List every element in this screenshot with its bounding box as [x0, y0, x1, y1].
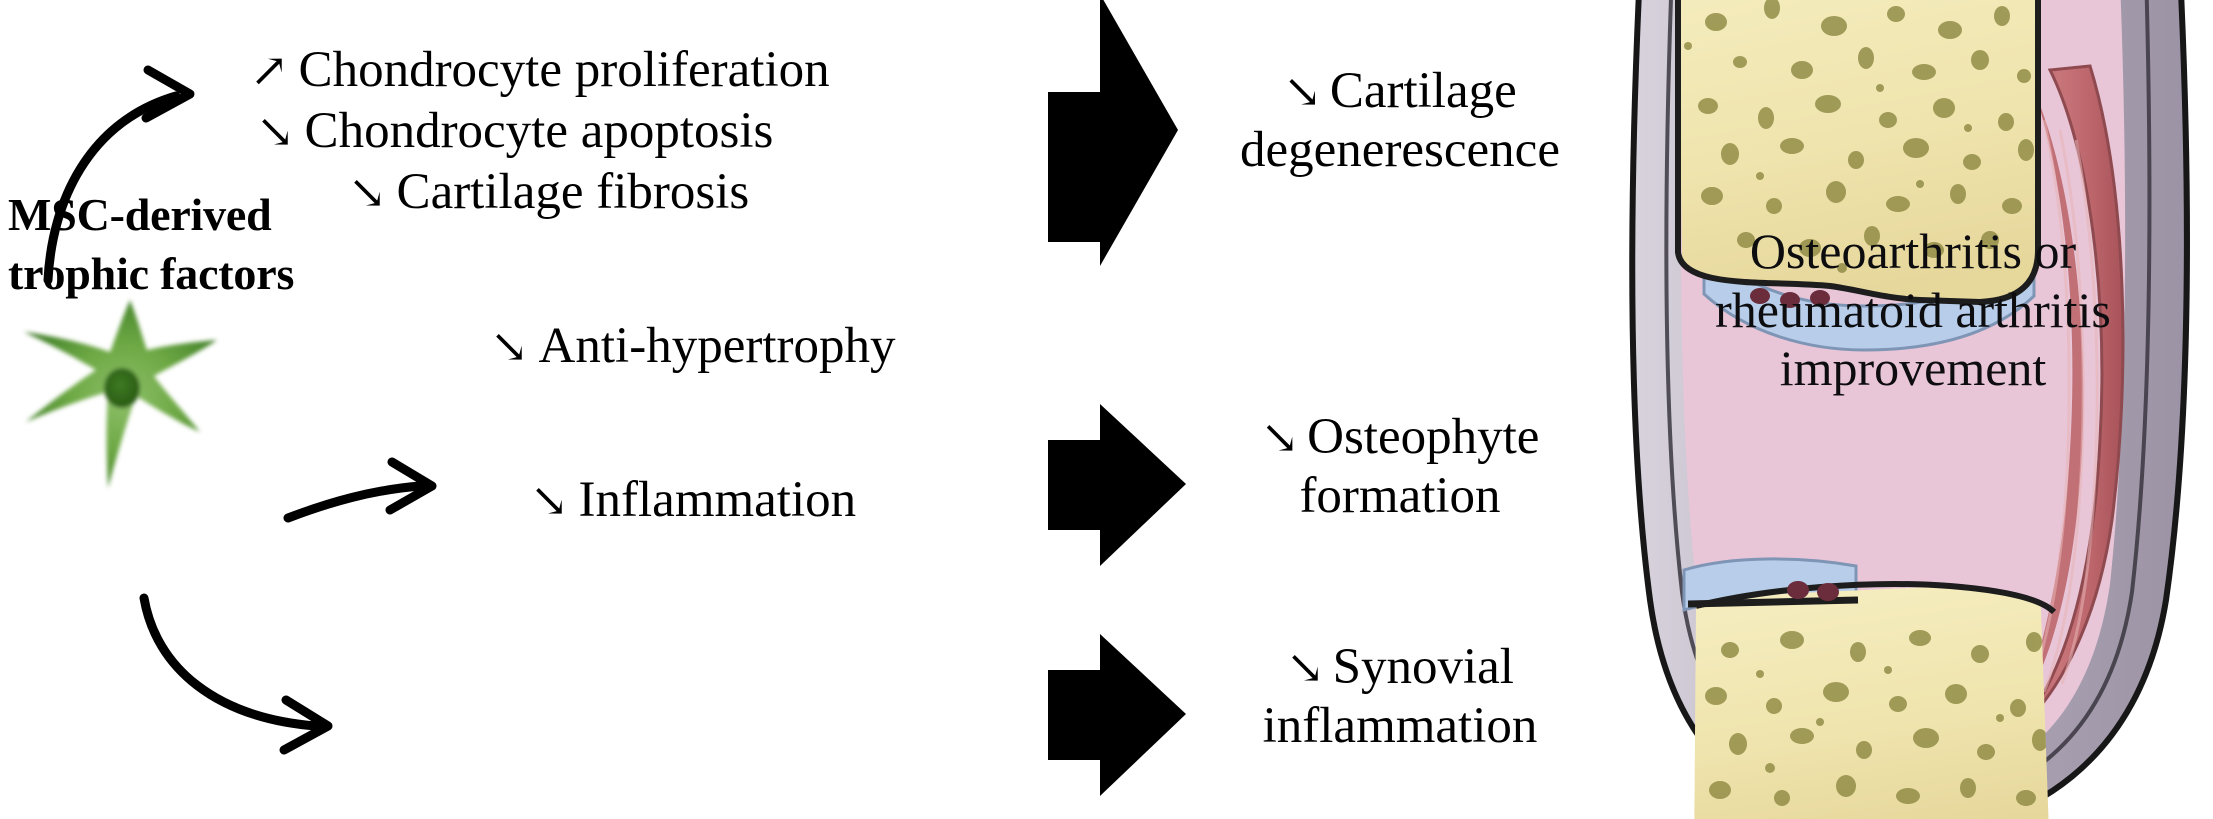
effect-row-chondrocyte-apoptosis: ↘Chondrocyte apoptosis — [256, 103, 773, 160]
muscle-striations — [2024, 119, 2099, 701]
block-arrow-to-cartilage-degenerescence — [1048, 0, 1178, 266]
trabecular-bone-lower — [1694, 584, 2050, 819]
trabecular-bone-lower-outline — [1695, 581, 2057, 615]
effect-row-anti-hypertrophy: ↘Anti-hypertrophy — [490, 318, 895, 375]
outcome-label-1: Cartilage — [1329, 63, 1517, 119]
outcome-cartilage-degenerescence: ↘Cartilage degenerescence — [1200, 62, 1600, 180]
effect-label: Inflammation — [578, 472, 857, 528]
trabecular-bone-upper-outline — [1675, 0, 2041, 306]
curved-arrow-to-anti-hypertrophy — [283, 457, 437, 523]
effect-label: Anti-hypertrophy — [538, 318, 896, 374]
outcome-osteophyte-formation: ↘Osteophyte formation — [1200, 408, 1600, 526]
muscle-tissue-inner — [2018, 90, 2084, 716]
down-right-arrow-icon: ↘ — [490, 321, 529, 372]
curved-arrow-to-inflammation — [139, 593, 333, 755]
synovial-vessels-upper — [1750, 288, 1830, 308]
down-right-arrow-icon: ↘ — [1286, 642, 1325, 693]
joint-anatomy-illustration — [1629, 0, 2190, 819]
down-right-arrow-icon: ↘ — [1283, 66, 1322, 117]
synovial-vessels-lower — [1787, 581, 1839, 601]
outcome-line-1: ↘Synovial — [1200, 638, 1600, 697]
msc-cell-icon — [24, 300, 217, 488]
down-right-arrow-icon: ↘ — [256, 106, 295, 157]
down-right-arrow-icon: ↘ — [530, 475, 569, 526]
effect-label: Chondrocyte apoptosis — [304, 103, 774, 159]
down-right-arrow-icon: ↘ — [348, 167, 387, 218]
effect-label: Cartilage fibrosis — [396, 164, 750, 220]
outcome-label-1: Osteophyte — [1307, 409, 1540, 465]
effect-row-cartilage-fibrosis: ↘Cartilage fibrosis — [348, 164, 749, 221]
outcome-synovial-inflammation: ↘Synovial inflammation — [1200, 638, 1600, 756]
up-right-arrow-icon: ↗ — [250, 45, 289, 96]
outcome-label-1: Synovial — [1332, 639, 1514, 695]
effect-row-chondrocyte-proliferation: ↗Chondrocyte proliferation — [250, 42, 830, 99]
outcome-line-1: ↘Osteophyte — [1200, 408, 1600, 467]
block-arrow-to-synovial-inflammation — [1048, 634, 1186, 796]
subchondral-plate-lower — [1687, 596, 1859, 608]
outcome-line-1: ↘Cartilage — [1200, 62, 1600, 121]
outcome-label-2: formation — [1299, 468, 1501, 525]
joint-caption: Osteoarthritis or rheumatoid arthritis i… — [1715, 223, 2111, 396]
effect-label: Chondrocyte proliferation — [298, 42, 830, 98]
outcome-label-2: inflammation — [1262, 698, 1538, 755]
trabecular-bone-upper — [1678, 0, 2038, 302]
effect-row-inflammation: ↘Inflammation — [530, 472, 856, 529]
block-arrow-to-osteophyte-formation — [1048, 404, 1186, 566]
outcome-label-2: degenerescence — [1240, 122, 1560, 179]
down-right-arrow-icon: ↘ — [1260, 412, 1300, 463]
msc-source-label: MSC-derived trophic factors — [8, 189, 295, 299]
